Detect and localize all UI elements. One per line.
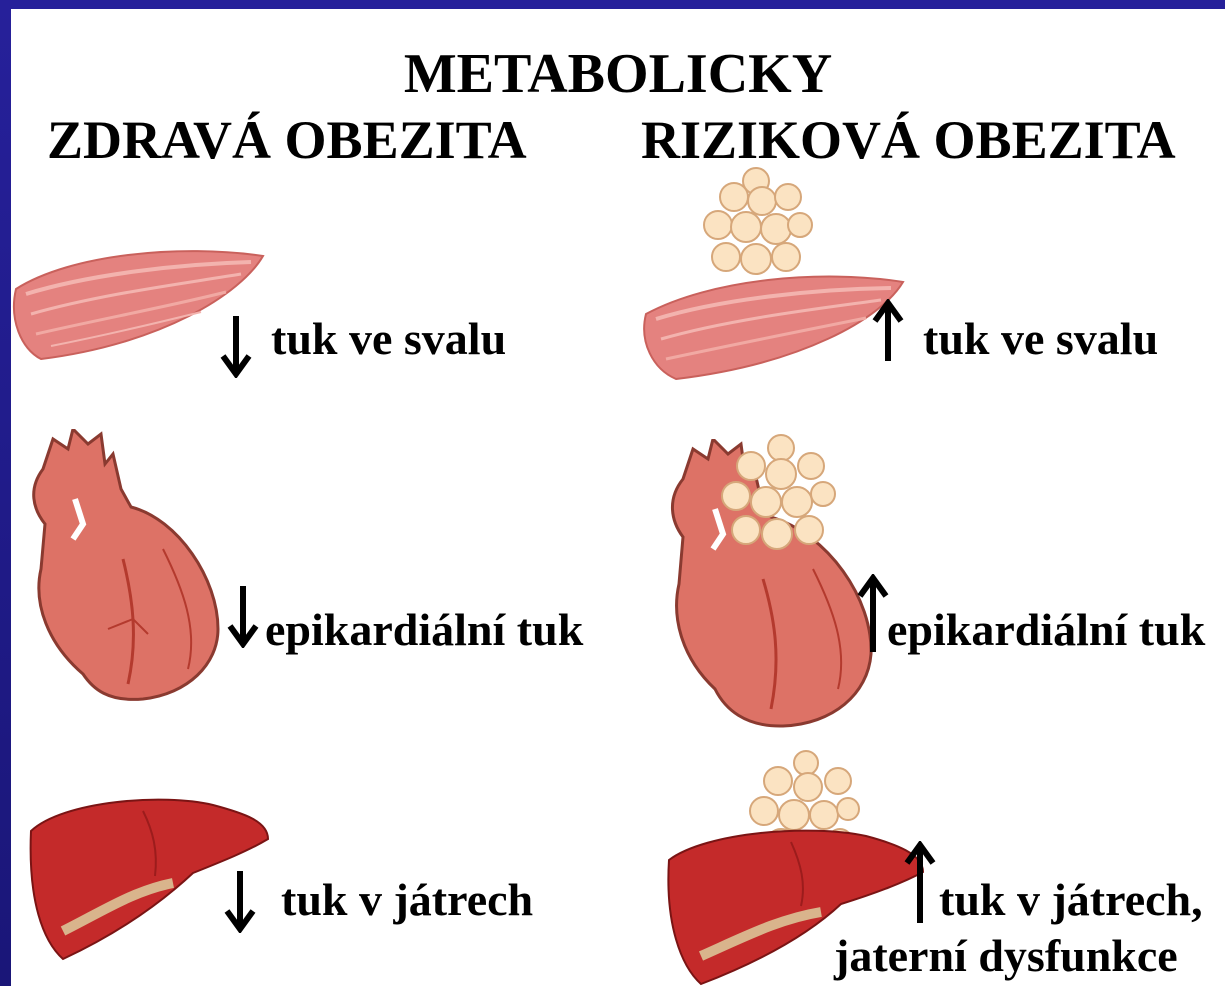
slide-panel: METABOLICKY ZDRAVÁ OBEZITA RIZIKOVÁ OBEZ… (11, 9, 1225, 986)
right-liver-label-line1: tuk v játrech, (939, 877, 1203, 923)
up-arrow-icon (903, 841, 937, 925)
down-arrow-icon (219, 314, 253, 378)
right-heart-label: epikardiální tuk (887, 607, 1205, 653)
down-arrow-icon (223, 869, 257, 933)
up-arrow-icon (856, 574, 890, 654)
right-liver-label-line2: jaterní dysfunkce (834, 933, 1178, 979)
left-muscle-label: tuk ve svalu (271, 316, 506, 362)
top-title: METABOLICKY (11, 46, 1225, 102)
down-arrow-icon (226, 584, 260, 648)
heart-illustration-left (13, 429, 228, 704)
right-column-title: RIZIKOVÁ OBEZITA (641, 113, 1176, 167)
up-arrow-icon (871, 299, 905, 363)
fat-cells-heart-right (711, 434, 841, 559)
left-liver-label: tuk v játrech (281, 877, 533, 923)
left-heart-label: epikardiální tuk (265, 607, 583, 653)
right-muscle-label: tuk ve svalu (923, 316, 1158, 362)
left-column-title: ZDRAVÁ OBEZITA (47, 113, 527, 167)
